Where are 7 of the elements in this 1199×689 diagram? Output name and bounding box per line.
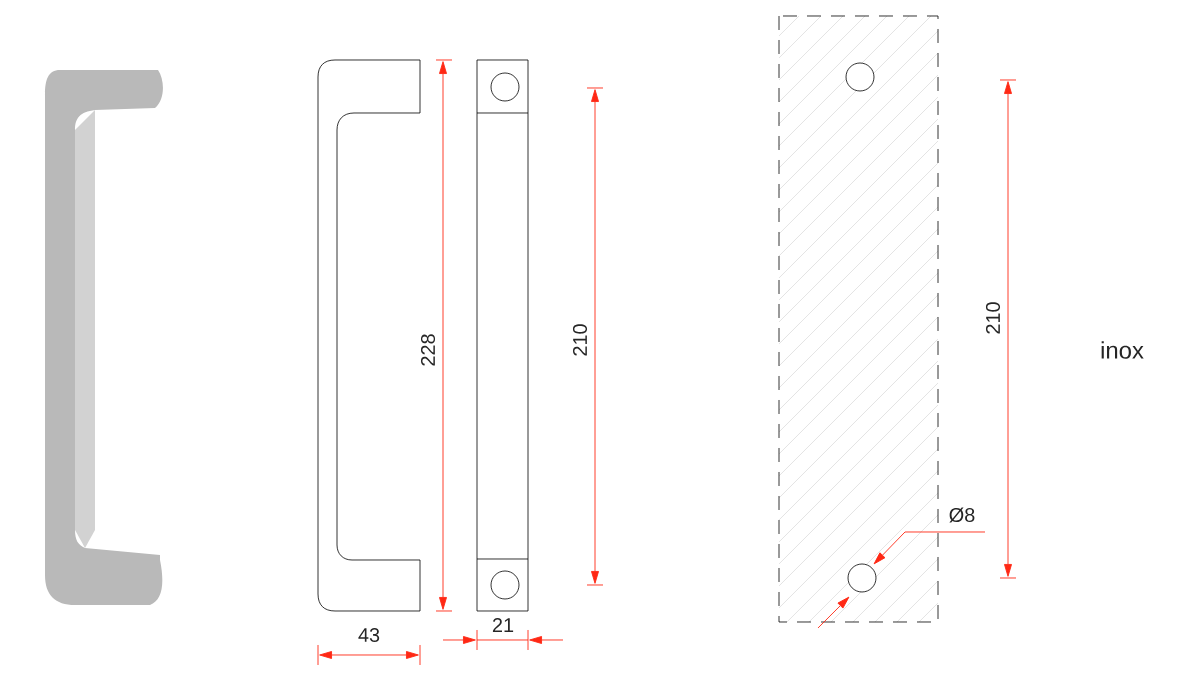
dimension-label: Ø8: [949, 507, 975, 523]
dimension-label: 210: [985, 302, 1001, 334]
material-label: inox: [1101, 341, 1144, 359]
dimension-label: 228: [420, 334, 436, 366]
dimension-label: 210: [572, 324, 588, 356]
dimension-label: 21: [492, 618, 514, 632]
dimension-label: 43: [358, 627, 380, 643]
